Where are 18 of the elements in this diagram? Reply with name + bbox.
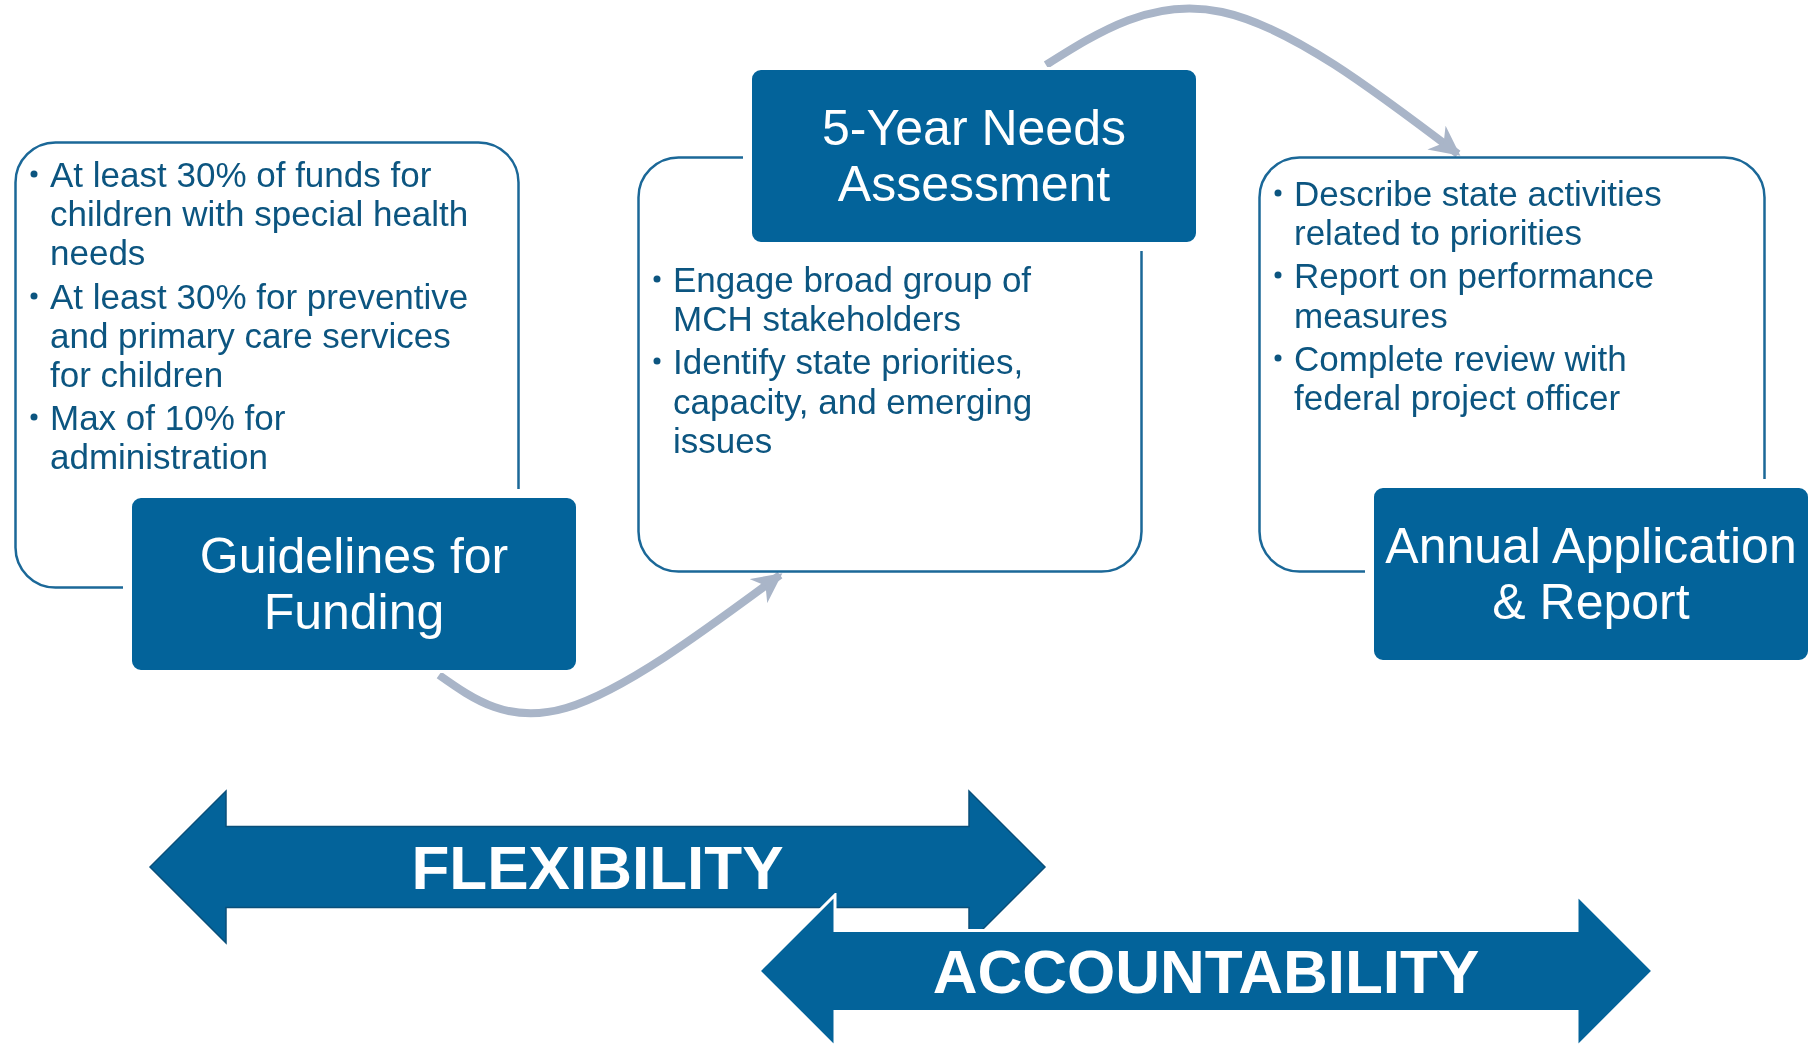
bullet-text: Complete review with federal project officer [1294,338,1628,418]
bullet-text: Identify state priorities, capacity, and emerging issues [673,342,1034,460]
title-text: 5-Year Needs Assessment [821,100,1127,212]
title-text: Annual Application & Report [1384,518,1798,630]
arrow-label: ACCOUNTABILITY [932,935,1480,1007]
curved-arrow [1043,4,1461,158]
bullet-text: At least 30% for preventive and primary care services for children [50,276,470,395]
title-box [129,495,579,673]
title-box [749,67,1199,245]
title-text: Guidelines for Funding [198,528,510,640]
curved-arrow [436,571,783,718]
title-box [1371,485,1811,663]
bullet-text: Max of 10% for administration [50,398,287,477]
bullet-text: Report on performance measures [1294,256,1655,335]
arrow-label: FLEXIBILITY [411,831,784,903]
bullet-text: At least 30% of funds for children with special health needs [50,155,470,273]
bullet-text: Engage broad group of MCH stakeholders [673,260,1033,339]
bullet-text: Describe state activities related to priorities [1294,174,1663,253]
